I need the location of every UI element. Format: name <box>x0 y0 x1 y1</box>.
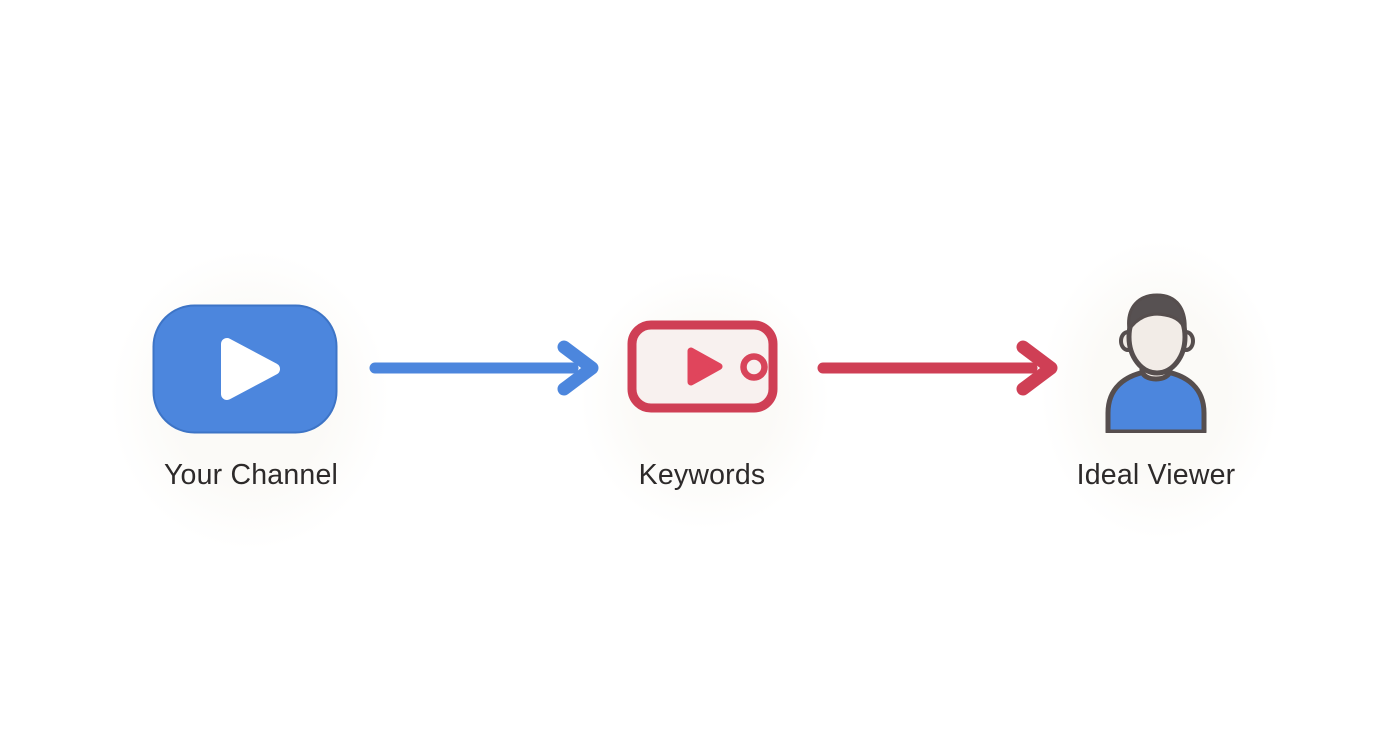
play-button-icon <box>152 304 338 434</box>
connector-channel-to-keywords <box>368 338 600 398</box>
node-your-channel <box>152 304 338 434</box>
node-label-keywords: Keywords <box>638 459 766 491</box>
arrow-right-blue-icon <box>369 340 599 396</box>
arrow-right-red-icon <box>817 340 1058 396</box>
video-keywords-icon <box>627 320 778 413</box>
connector-keywords-to-viewer <box>816 338 1058 398</box>
node-label-your-channel: Your Channel <box>163 459 339 491</box>
node-label-ideal-viewer: Ideal Viewer <box>1076 459 1236 491</box>
node-keywords <box>627 320 778 413</box>
node-ideal-viewer <box>1100 266 1212 433</box>
person-icon <box>1105 293 1207 433</box>
